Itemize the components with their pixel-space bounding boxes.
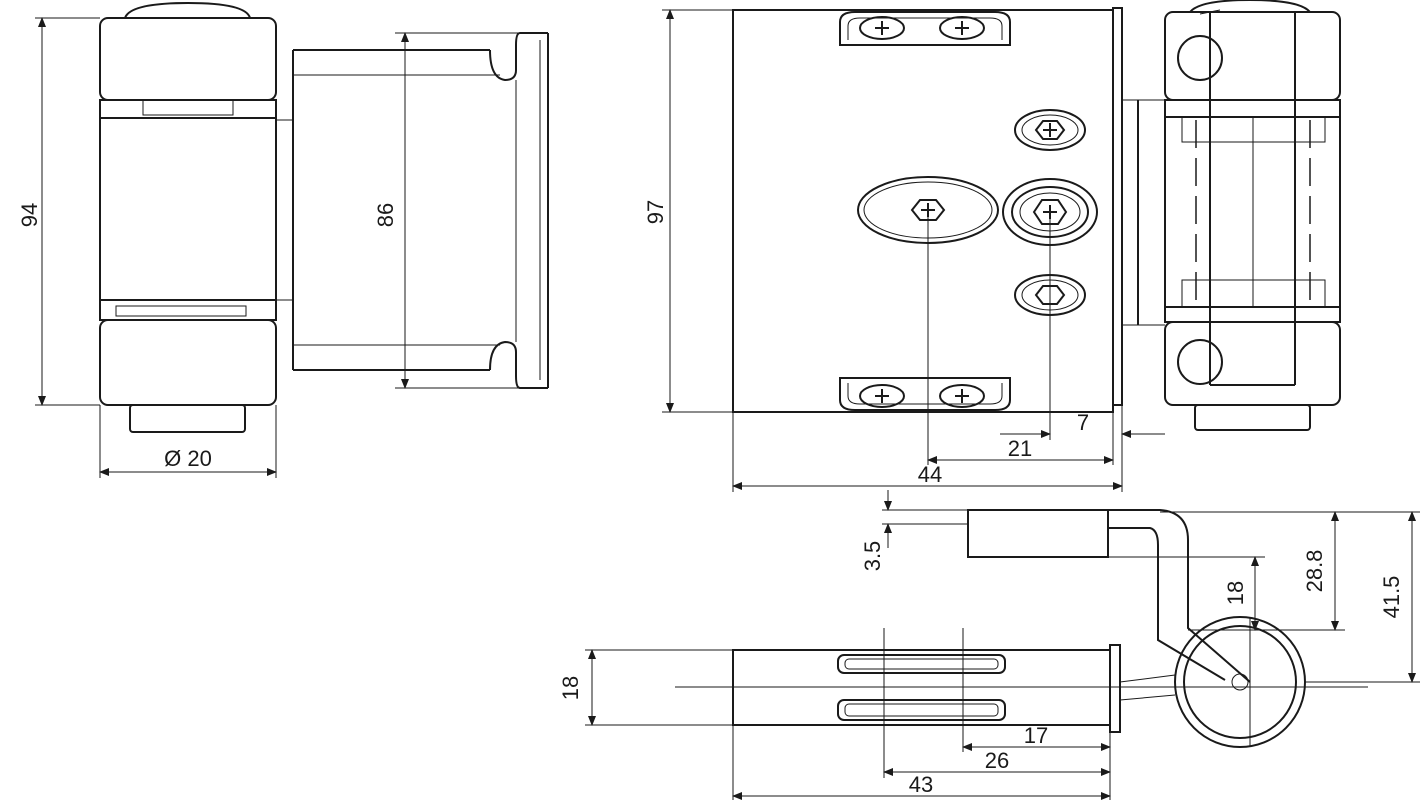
phillips-screw-icon — [939, 384, 985, 408]
dim-diameter-20: Ø 20 — [164, 446, 212, 471]
dim-height-94: 94 — [17, 203, 42, 227]
dim-offset-21: 21 — [1008, 436, 1032, 461]
dim-lever-thickness-3-5: 3.5 — [860, 541, 885, 572]
bottom-knuckle — [99, 319, 277, 406]
bottom-band — [99, 299, 277, 321]
slot-upper — [837, 654, 1006, 674]
bottom-plate-recess — [839, 377, 1011, 411]
dim-slot-offset-17: 17 — [1024, 723, 1048, 748]
small-screw-top — [1014, 109, 1086, 151]
body — [99, 117, 277, 301]
dim-length-43: 43 — [909, 772, 933, 797]
dim-slot-offset-26: 26 — [985, 748, 1009, 773]
front-view: 94 86 Ø 20 — [17, 1, 549, 478]
slot-lower — [837, 699, 1006, 721]
bottom-band-inner — [115, 305, 247, 317]
flange-top — [1109, 644, 1121, 733]
top-view: 3.5 18 28.8 41.5 18 17 26 43 — [558, 490, 1420, 800]
top-plate-recess — [839, 11, 1011, 46]
hinge-profile — [1122, 0, 1341, 431]
dim-total-height-41-5: 41.5 — [1379, 576, 1404, 619]
side-view: 97 7 21 44 — [643, 0, 1341, 492]
dim-lever-height-28-8: 28.8 — [1302, 550, 1327, 593]
top-cap — [124, 1, 251, 19]
phillips-screw-icon — [859, 384, 905, 408]
dim-offset-7: 7 — [1077, 410, 1089, 435]
dim-body-height-18: 18 — [558, 676, 583, 700]
phillips-screw-icon — [939, 16, 985, 40]
dim-lever-drop-18: 18 — [1223, 581, 1248, 605]
flange — [1112, 7, 1123, 406]
top-band-inner — [142, 99, 234, 116]
pivot-ring — [1174, 616, 1306, 748]
top-knuckle — [99, 17, 277, 101]
dim-width-44: 44 — [918, 462, 942, 487]
bottom-pin — [129, 404, 246, 433]
bracket — [292, 32, 549, 389]
dim-height-97: 97 — [643, 200, 668, 224]
lever — [967, 509, 1251, 701]
phillips-screw-icon — [859, 16, 905, 40]
dim-bracket-86: 86 — [373, 203, 398, 227]
